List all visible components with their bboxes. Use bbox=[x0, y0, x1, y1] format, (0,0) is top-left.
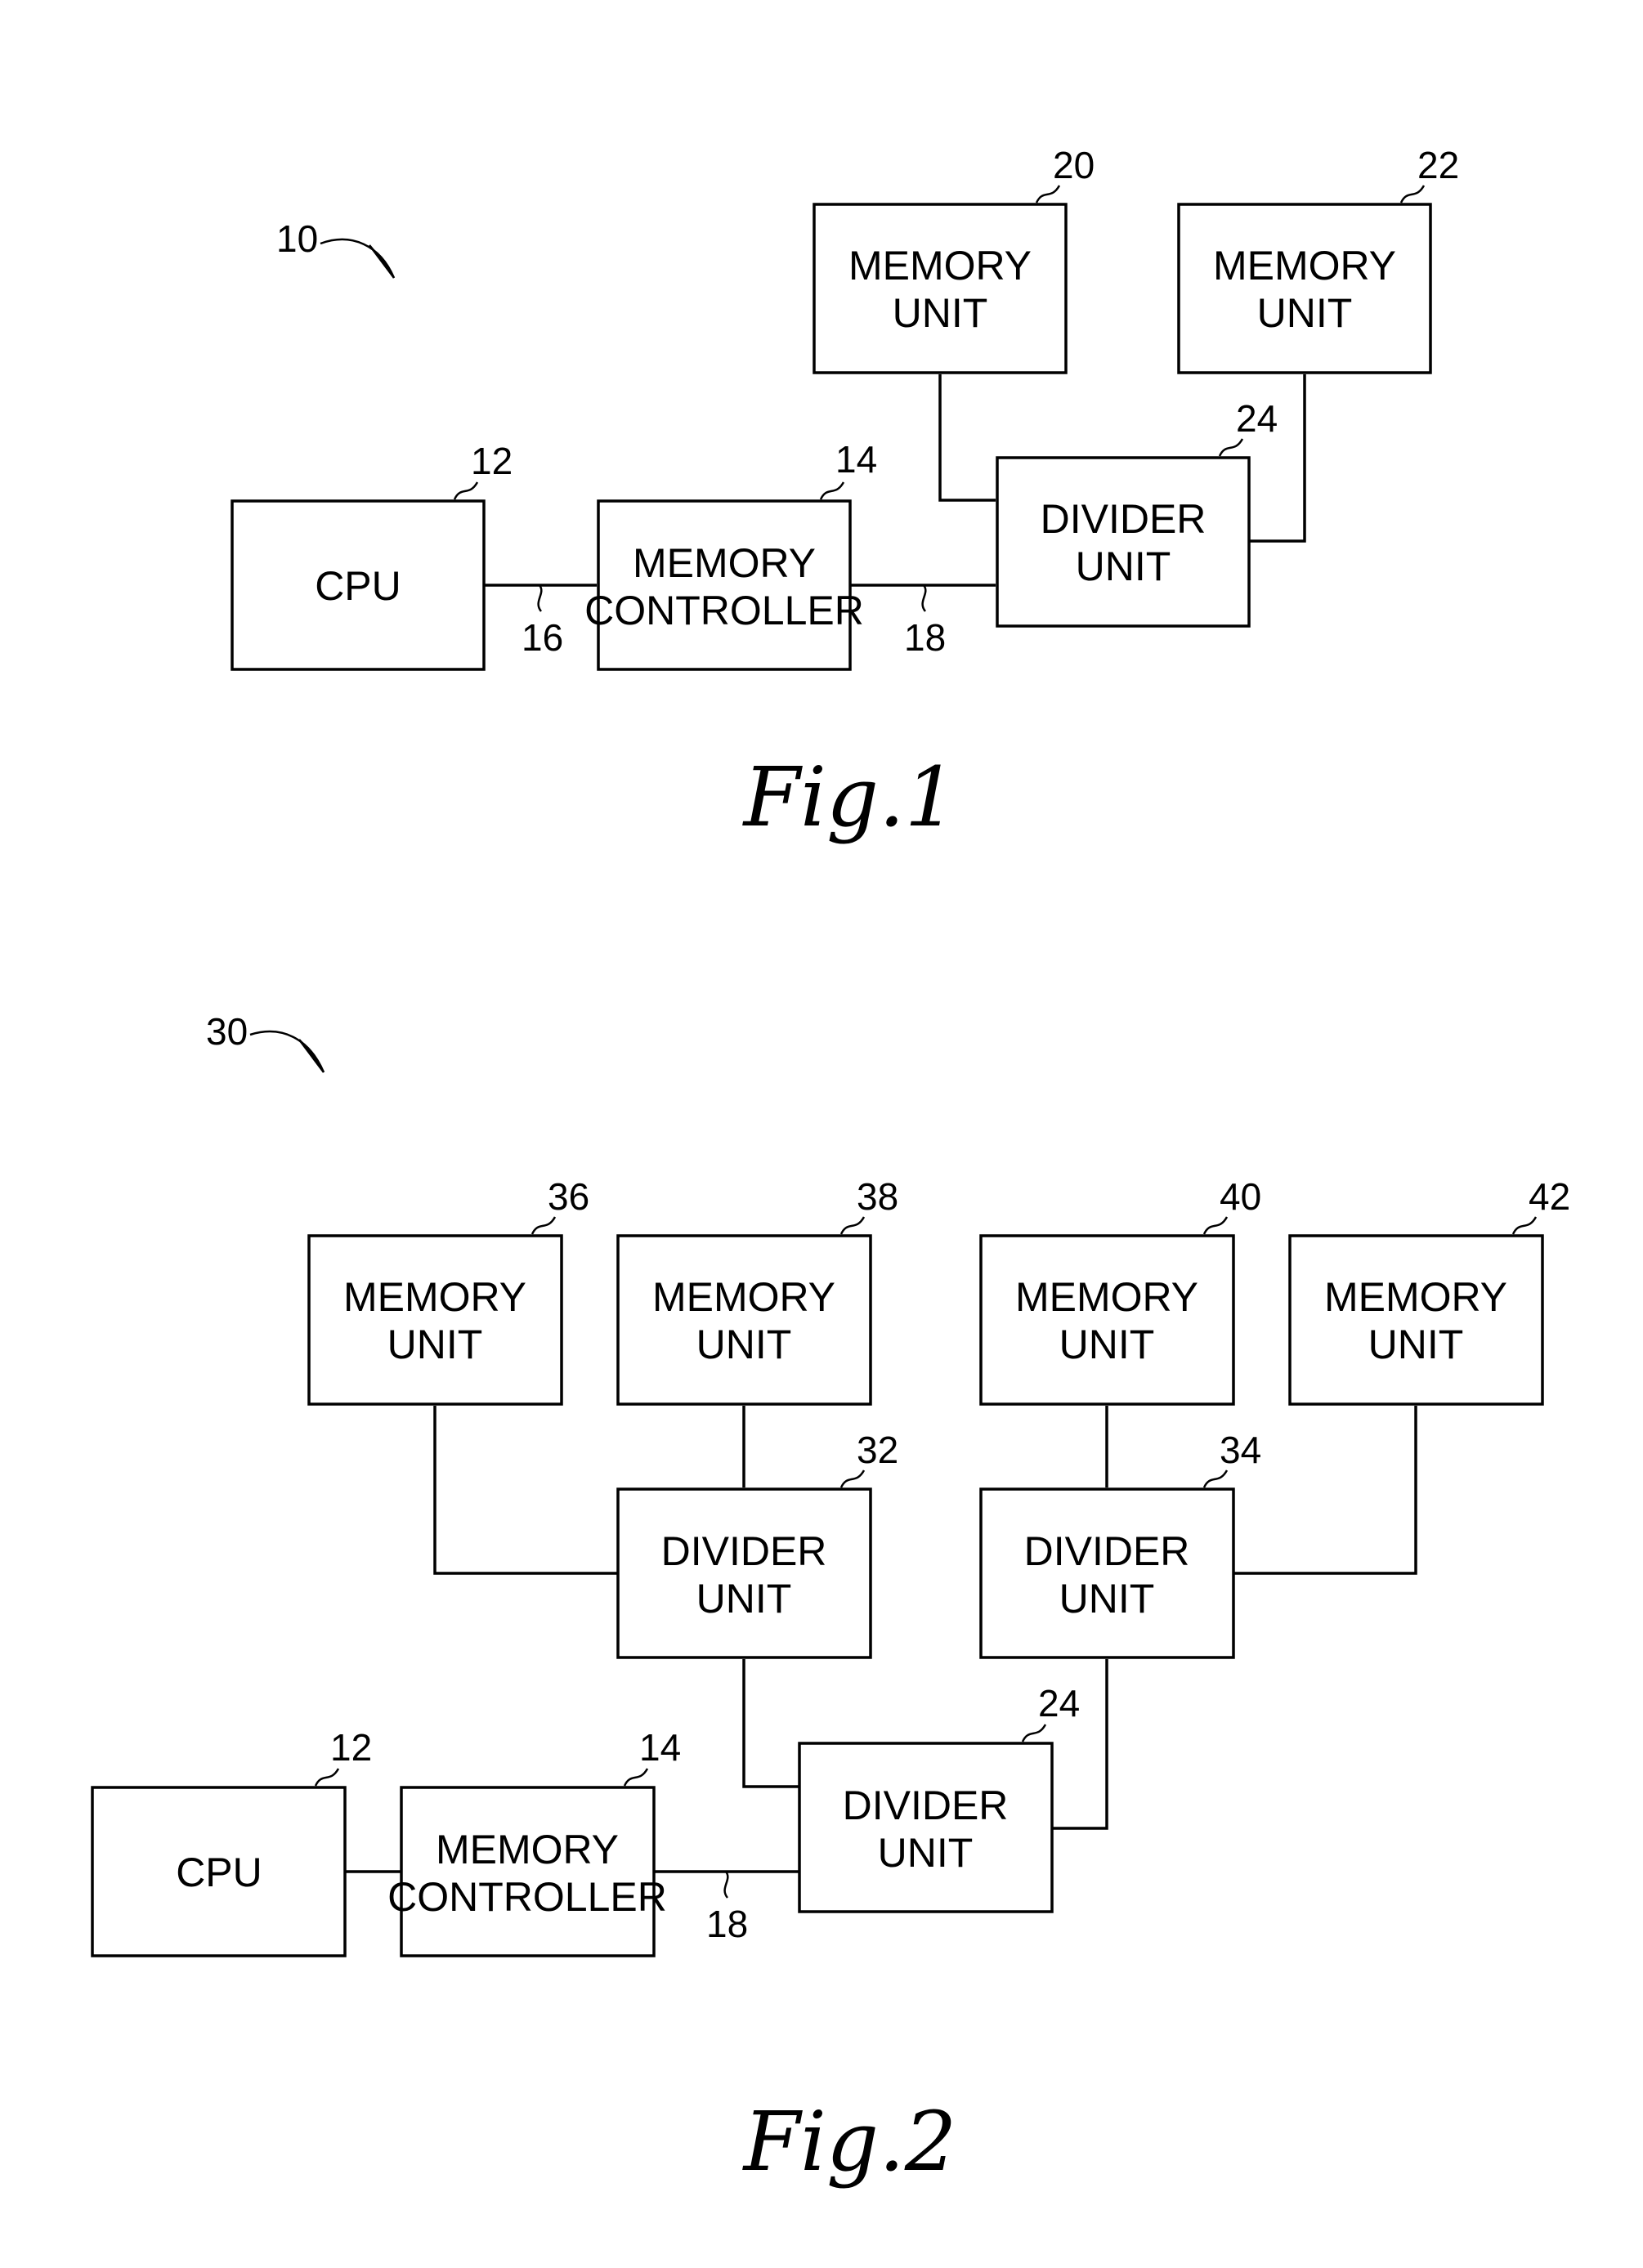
divider-unit-24-label-line1-fig2: DIVIDER bbox=[843, 1783, 1009, 1828]
memory-unit-22-block bbox=[1179, 204, 1430, 373]
memory-unit-38-ref-label: 38 bbox=[857, 1175, 898, 1218]
figure-2: 30 18 CPU 12 MEMORY CONTROLLER 14 MEMORY… bbox=[92, 1010, 1570, 2190]
divider-unit-24-ref-leader bbox=[1220, 439, 1242, 456]
controller-ref-label: 14 bbox=[835, 438, 877, 481]
memory-unit-22-label-line2: UNIT bbox=[1257, 290, 1353, 336]
memory-unit-42-label-line2: UNIT bbox=[1368, 1322, 1464, 1367]
memory-unit-22-label-line1: MEMORY bbox=[1213, 243, 1396, 289]
fig2-ref-arrowhead bbox=[299, 1040, 324, 1072]
fig1-ref-label: 10 bbox=[276, 217, 318, 260]
memory-unit-36-label-line2: UNIT bbox=[387, 1322, 483, 1367]
bus16-leader bbox=[539, 585, 542, 611]
memory-unit-20-ref-leader bbox=[1036, 186, 1059, 203]
memory-controller-label-line1: MEMORY bbox=[633, 540, 816, 586]
memory-unit-38-block bbox=[618, 1236, 871, 1404]
memory-unit-22-ref-label: 22 bbox=[1417, 144, 1459, 186]
memory-unit-38-ref-leader bbox=[841, 1217, 864, 1234]
divider-unit-34-ref-leader bbox=[1204, 1470, 1227, 1487]
controller-ref-label-fig2: 14 bbox=[639, 1726, 681, 1769]
controller-ref-leader bbox=[821, 482, 844, 499]
memory-unit-40-block bbox=[981, 1236, 1233, 1404]
memory-unit-36-ref-label: 36 bbox=[548, 1175, 589, 1218]
divider-unit-32-ref-label: 32 bbox=[857, 1429, 898, 1471]
divider-unit-24-ref-label: 24 bbox=[1236, 397, 1278, 440]
divider-unit-24-label-line2-fig2: UNIT bbox=[878, 1830, 974, 1876]
memory-unit-40-ref-label: 40 bbox=[1220, 1175, 1261, 1218]
memory-controller-label-line2: CONTROLLER bbox=[584, 588, 864, 633]
divider-unit-24-block bbox=[997, 458, 1249, 626]
link-memory36-divider32 bbox=[435, 1406, 618, 1573]
memory-unit-40-label-line2: UNIT bbox=[1059, 1322, 1155, 1367]
memory-unit-20-label-line1: MEMORY bbox=[848, 243, 1032, 289]
memory-controller-label-line1-fig2: MEMORY bbox=[436, 1827, 619, 1872]
cpu-ref-leader-fig2 bbox=[316, 1769, 338, 1786]
cpu-ref-leader bbox=[454, 482, 477, 499]
link-memory20-divider bbox=[940, 374, 996, 500]
memory-unit-42-ref-leader bbox=[1513, 1217, 1536, 1234]
cpu-label-fig2: CPU bbox=[176, 1850, 262, 1895]
fig1-caption: Fig.1 bbox=[742, 749, 957, 845]
memory-unit-20-block bbox=[814, 204, 1066, 373]
divider-unit-24-label-line2: UNIT bbox=[1076, 544, 1171, 589]
cpu-ref-label: 12 bbox=[471, 440, 513, 482]
fig2-ref-label: 30 bbox=[206, 1010, 248, 1053]
divider-unit-24-ref-label-fig2: 24 bbox=[1038, 1682, 1080, 1724]
fig1-ref-arrow bbox=[320, 239, 394, 278]
divider-unit-34-label-line2: UNIT bbox=[1059, 1576, 1155, 1622]
link-divider32-divider24 bbox=[744, 1659, 799, 1787]
memory-unit-40-ref-leader bbox=[1204, 1217, 1227, 1234]
divider-unit-34-ref-label: 34 bbox=[1220, 1429, 1261, 1471]
bus18-fig2-ref-label: 18 bbox=[706, 1903, 748, 1945]
cpu-ref-label-fig2: 12 bbox=[330, 1726, 372, 1769]
memory-controller-label-line2-fig2: CONTROLLER bbox=[387, 1874, 667, 1920]
fig2-caption: Fig.2 bbox=[742, 2094, 957, 2190]
memory-unit-36-block bbox=[309, 1236, 562, 1404]
divider-unit-24-label-line1: DIVIDER bbox=[1041, 496, 1207, 542]
bus18-leader bbox=[923, 585, 926, 611]
controller-ref-leader-fig2 bbox=[625, 1769, 647, 1786]
memory-unit-36-ref-leader bbox=[532, 1217, 555, 1234]
fig2-ref-arrow bbox=[250, 1031, 324, 1072]
memory-unit-42-label-line1: MEMORY bbox=[1324, 1274, 1507, 1320]
cpu-label: CPU bbox=[315, 563, 401, 609]
divider-unit-32-label-line1: DIVIDER bbox=[661, 1528, 827, 1574]
divider-unit-32-label-line2: UNIT bbox=[696, 1576, 792, 1622]
figure-1: 10 16 18 CPU 12 MEMORY CONTROLLER 14 MEM… bbox=[232, 144, 1459, 845]
memory-unit-36-label-line1: MEMORY bbox=[343, 1274, 526, 1320]
memory-unit-20-label-line2: UNIT bbox=[893, 290, 988, 336]
memory-unit-38-label-line2: UNIT bbox=[696, 1322, 792, 1367]
bus16-ref-label: 16 bbox=[522, 616, 563, 659]
bus18-ref-label: 18 bbox=[904, 616, 946, 659]
fig1-ref-arrowhead bbox=[369, 245, 394, 278]
memory-unit-42-ref-label: 42 bbox=[1529, 1175, 1570, 1218]
memory-unit-42-block bbox=[1290, 1236, 1542, 1404]
memory-unit-20-ref-label: 20 bbox=[1053, 144, 1095, 186]
memory-unit-22-ref-leader bbox=[1401, 186, 1424, 203]
memory-unit-38-label-line1: MEMORY bbox=[652, 1274, 835, 1320]
memory-unit-40-label-line1: MEMORY bbox=[1015, 1274, 1198, 1320]
divider-unit-32-ref-leader bbox=[841, 1470, 864, 1487]
divider-unit-24-ref-leader-fig2 bbox=[1023, 1724, 1045, 1742]
divider-unit-34-label-line1: DIVIDER bbox=[1024, 1528, 1190, 1574]
bus18-fig2-leader bbox=[725, 1872, 728, 1898]
